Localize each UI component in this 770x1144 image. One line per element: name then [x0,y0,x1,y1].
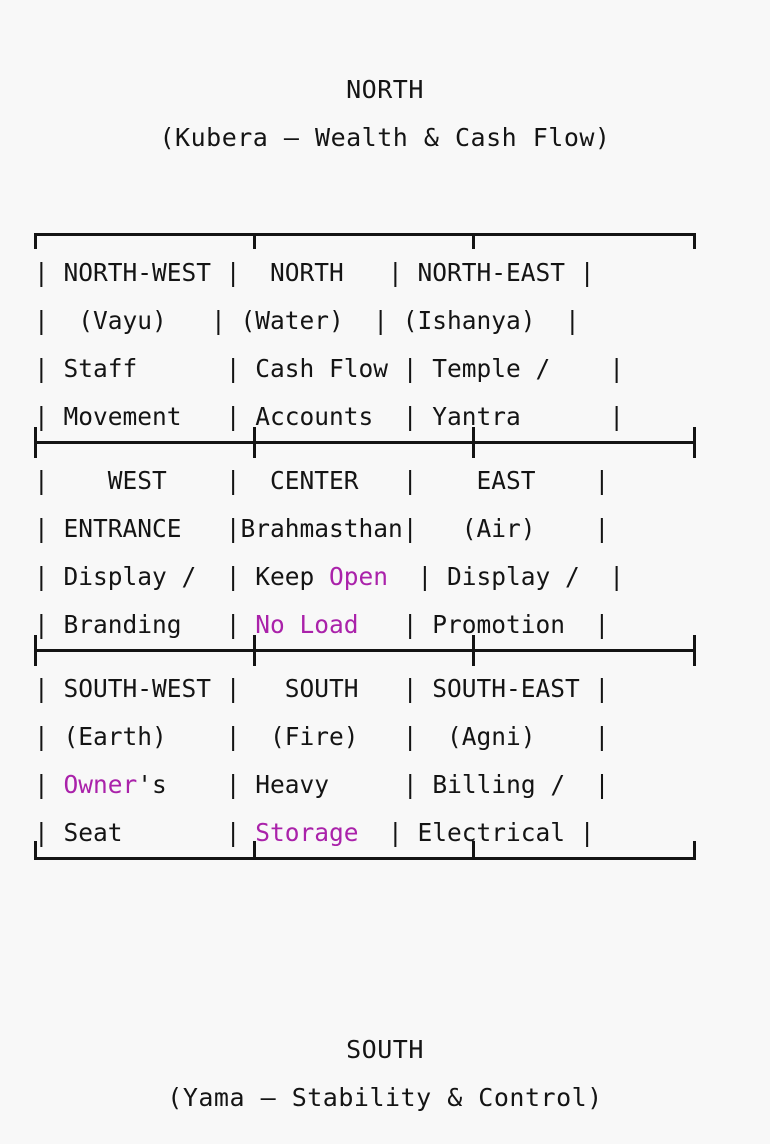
w-direction-seg: | WEST [34,466,226,495]
ne-element-seg: | (Ishanya) | [373,306,580,335]
grid-separator-2 [34,635,696,666]
sw-purpose1-prefix: | [34,770,64,799]
row-south-line-element: | (Earth) | (Fire) | (Agni) | [34,713,696,761]
grid-tick [693,427,696,458]
grid-row-center: | WEST | CENTER | EAST | | ENTRANCE |Bra… [34,444,696,649]
ne-direction-seg: | NORTH-EAST | [388,258,595,287]
ne-purpose1-seg: | Temple / | [402,354,625,383]
grid-row-south: | SOUTH-WEST | SOUTH | SOUTH-EAST | | (E… [34,652,696,857]
south-caption: SOUTH (Yama — Stability & Control) [0,1026,770,1122]
e-direction-seg: | EAST | [402,466,610,495]
sw-element-seg: | (Earth) [34,722,226,751]
north-subtitle: (Kubera — Wealth & Cash Flow) [159,123,611,152]
grid-tick [34,233,37,249]
n-element-seg: | (Water) [211,306,374,335]
grid-tick [253,427,256,458]
row-center-line-purpose-2: | Branding | No Load | Promotion | [34,601,696,649]
se-purpose2-seg: | Electrical | [358,818,595,847]
grid-border-bottom [34,841,696,860]
nw-element-seg: | (Vayu) [34,306,212,335]
row-north-line-purpose-2: | Movement | Accounts | Yantra | [34,393,696,441]
sw-purpose2-seg: | Seat | [34,818,256,847]
row-center-line-direction: | WEST | CENTER | EAST | [34,457,696,505]
row-south-line-direction: | SOUTH-WEST | SOUTH | SOUTH-EAST | [34,665,696,713]
row-north-line-element: | (Vayu) | (Water) | (Ishanya) | [34,297,696,345]
grid-tick [472,233,475,249]
grid-tick [253,635,256,666]
e-purpose1-seg: | Display / | [388,562,625,591]
north-caption: NORTH (Kubera — Wealth & Cash Flow) [0,66,770,162]
s-purpose2-highlight: Storage [255,818,359,847]
se-purpose1-seg: | Billing / | [402,770,610,799]
grid-row-north: | NORTH-WEST | NORTH | NORTH-EAST | | (V… [34,236,696,441]
n-purpose1-seg: | Cash Flow [225,354,403,383]
c-element-seg: |Brahmasthan [225,514,403,543]
s-purpose1-seg: | Heavy [225,770,403,799]
se-direction-seg: | SOUTH-EAST | [402,674,610,703]
grid-tick [34,841,37,860]
w-purpose1-seg: | Display / [34,562,226,591]
vastu-ascii-grid: | NORTH-WEST | NORTH | NORTH-EAST | | (V… [34,233,696,955]
grid-border-top [34,233,696,249]
row-south-line-purpose-1: | Owner's | Heavy | Billing / | [34,761,696,809]
grid-tick [693,233,696,249]
nw-purpose2-seg: | Movement [34,402,226,431]
w-purpose2-seg: | Branding | [34,610,256,639]
grid-separator-1 [34,427,696,458]
n-purpose2-seg: | Accounts [225,402,403,431]
row-center-line-element: | ENTRANCE |Brahmasthan| (Air) | [34,505,696,553]
row-center-line-purpose-1: | Display / | Keep Open | Display / | [34,553,696,601]
s-direction-seg: | SOUTH [225,674,403,703]
n-direction-seg: NORTH [240,258,389,287]
c-purpose1-highlight: Open [329,562,389,591]
nw-purpose1-seg: | Staff [34,354,226,383]
row-north-line-purpose-1: | Staff | Cash Flow | Temple / | [34,345,696,393]
south-title: SOUTH [346,1035,424,1064]
south-subtitle: (Yama — Stability & Control) [167,1083,603,1112]
sw-direction-seg: | SOUTH-WEST [34,674,226,703]
row-north-line-direction: | NORTH-WEST | NORTH | NORTH-EAST | [34,249,696,297]
w-element-seg: | ENTRANCE [34,514,226,543]
ne-purpose2-seg: | Yantra | [402,402,625,431]
grid-tick [34,635,37,666]
north-title: NORTH [346,75,424,104]
s-element-seg: | (Fire) [225,722,403,751]
grid-tick [472,841,475,860]
e-element-seg: | (Air) | [402,514,610,543]
sw-purpose1-highlight: Owner [63,770,138,799]
grid-tick [34,427,37,458]
e-purpose2-seg: | Promotion | [358,610,610,639]
grid-tick [253,233,256,249]
sw-purpose1-suffix: 's [137,770,226,799]
c-direction-seg: | CENTER [225,466,403,495]
row-south-line-purpose-2: | Seat | Storage | Electrical | [34,809,696,857]
c-purpose1-seg: | Keep [225,562,330,591]
grid-tick [693,635,696,666]
grid-tick [472,635,475,666]
se-element-seg: | (Agni) | [402,722,610,751]
c-purpose2-highlight: No Load [255,610,359,639]
grid-tick [472,427,475,458]
grid-tick [253,841,256,860]
nw-direction-seg: | NORTH-WEST | [34,258,241,287]
grid-tick [693,841,696,860]
